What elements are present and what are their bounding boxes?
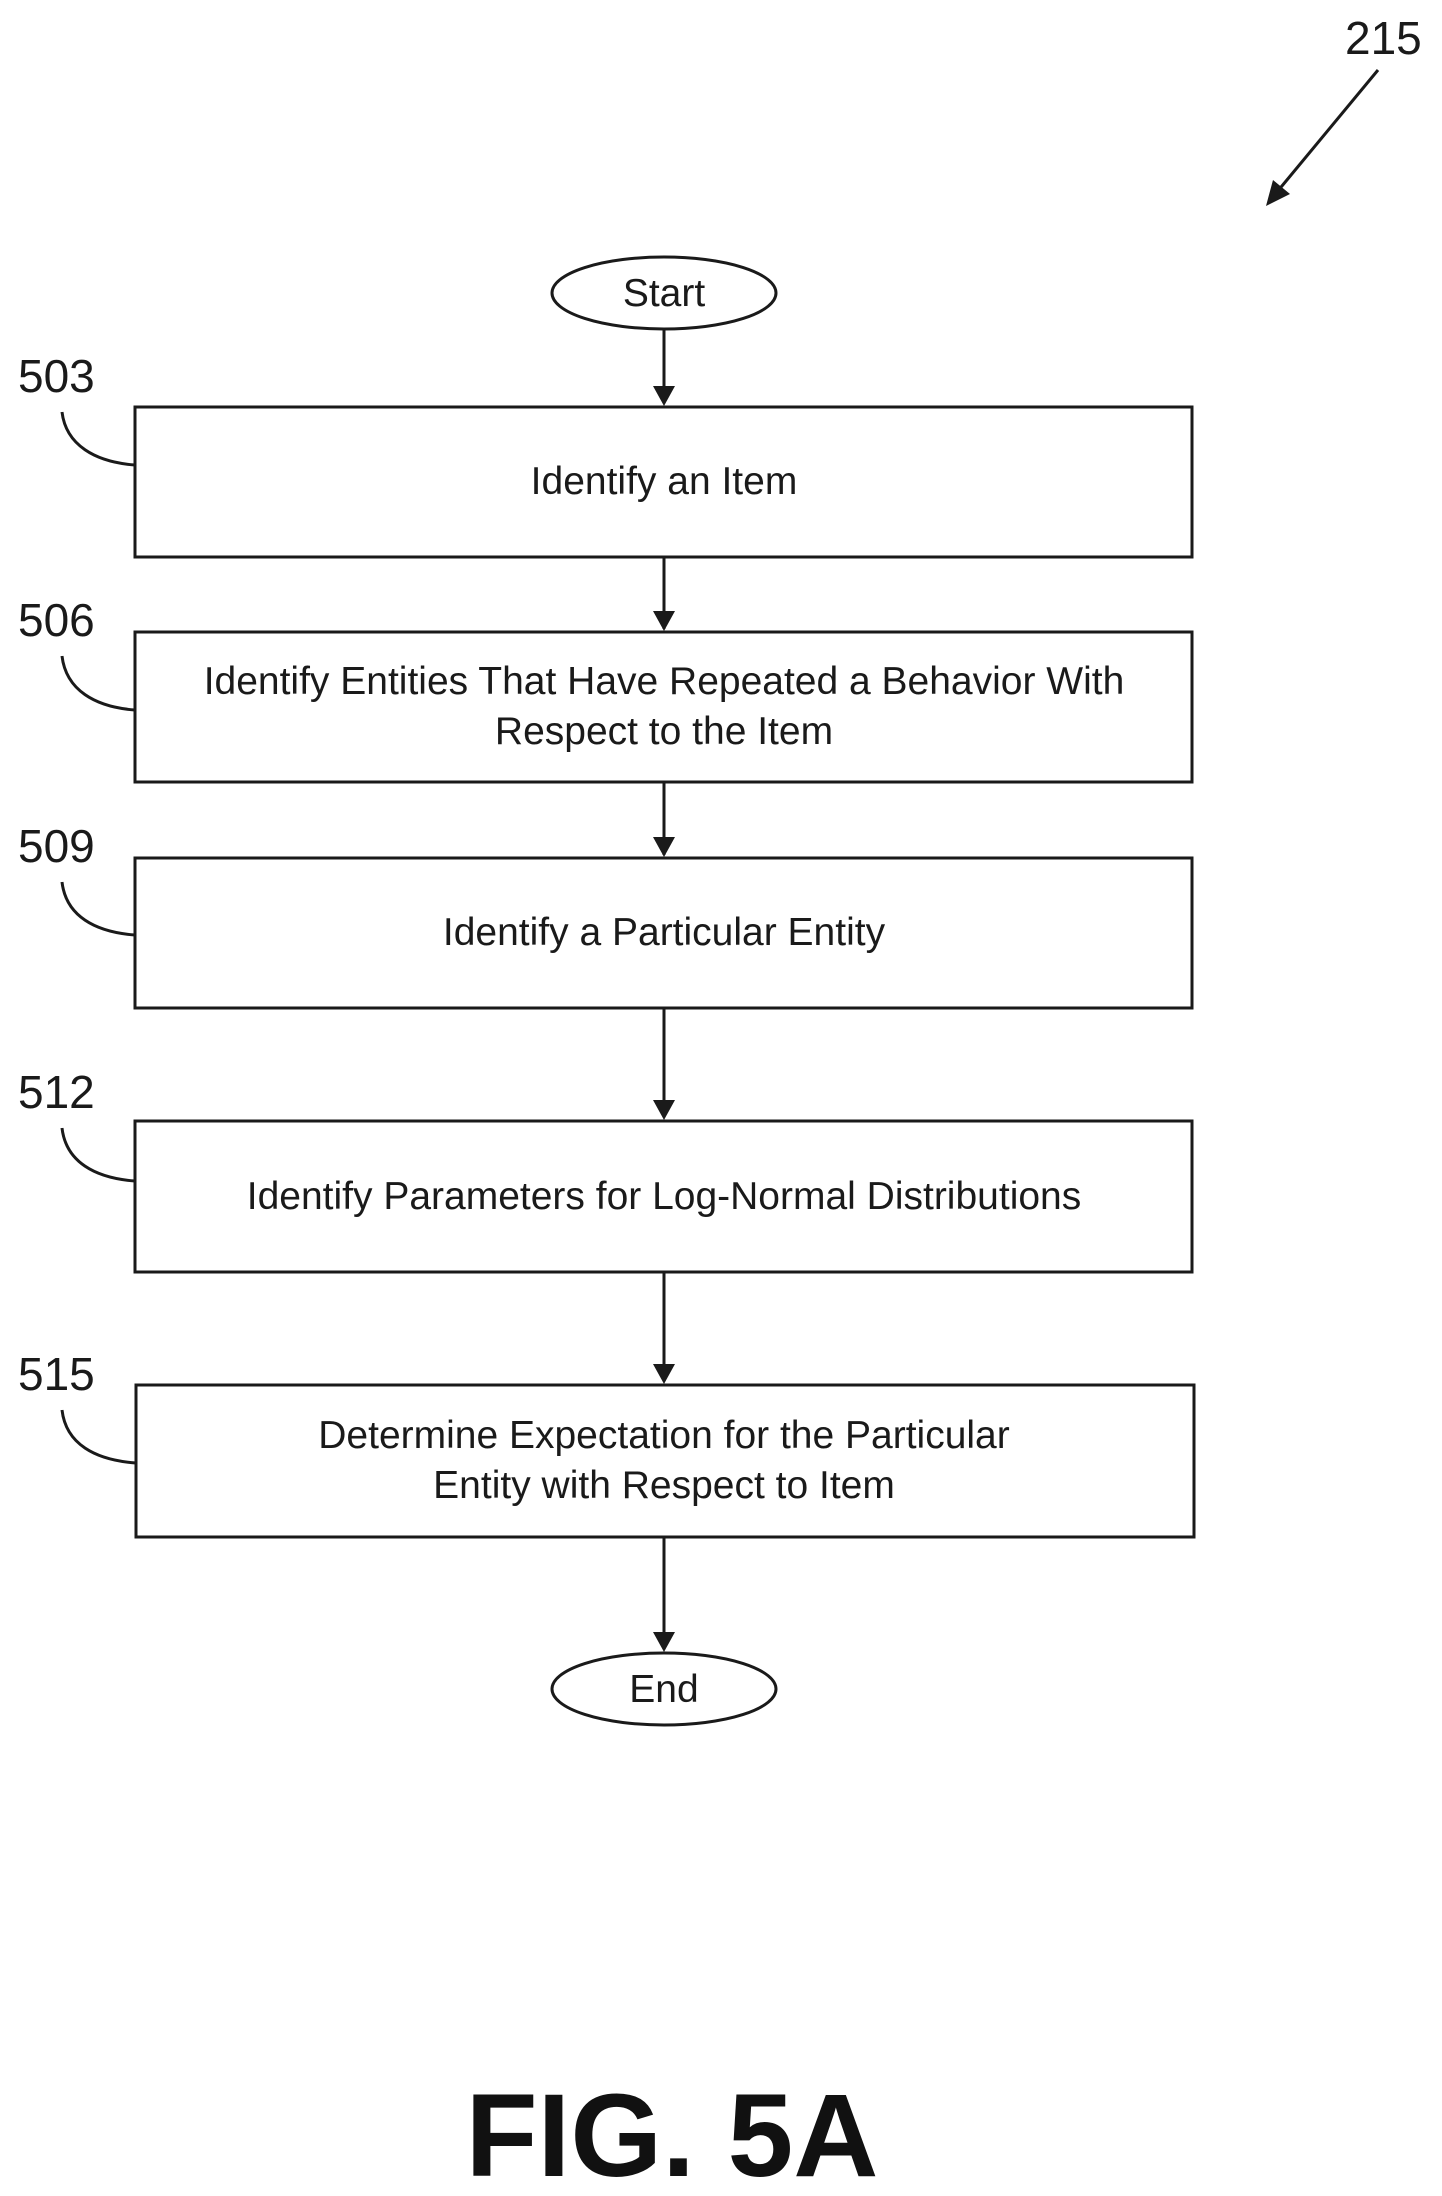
figure-reference-label: 215	[1345, 12, 1422, 64]
arrowhead-512	[653, 1100, 675, 1120]
step-509: Identify a Particular Entity 509	[18, 820, 1192, 1008]
step-box	[135, 632, 1192, 782]
step-503: Identify an Item 503	[18, 350, 1192, 557]
step-reference-number: 509	[18, 820, 95, 872]
arrowhead-503	[653, 386, 675, 406]
step-515: Determine Expectation for the Particular…	[18, 1348, 1194, 1537]
end-terminal-label: End	[629, 1668, 698, 1711]
step-reference-leader	[62, 882, 135, 935]
step-label: Identify Parameters for Log-Normal Distr…	[247, 1175, 1081, 1218]
step-label: Identify a Particular Entity	[443, 911, 886, 954]
step-reference-leader	[62, 412, 135, 465]
step-reference-number: 512	[18, 1066, 95, 1118]
step-512: Identify Parameters for Log-Normal Distr…	[18, 1066, 1192, 1272]
arrowhead-515	[653, 1364, 675, 1384]
step-reference-number: 515	[18, 1348, 95, 1400]
arrowhead-end	[653, 1632, 675, 1652]
start-terminal-label: Start	[623, 272, 706, 315]
step-reference-number: 503	[18, 350, 95, 402]
arrowhead-506	[653, 611, 675, 631]
step-label: Identify an Item	[531, 460, 798, 503]
step-506: Identify Entities That Have Repeated a B…	[18, 594, 1192, 782]
step-reference-leader	[62, 656, 135, 710]
figure-title: FIG. 5A	[465, 2070, 878, 2196]
step-reference-leader	[62, 1128, 135, 1181]
figure-reference-pointer	[1272, 70, 1378, 198]
figure-reference-arrowhead	[1266, 180, 1290, 206]
arrowhead-509	[653, 837, 675, 857]
step-label: Respect to the Item	[495, 710, 833, 753]
step-box	[136, 1385, 1194, 1537]
step-reference-number: 506	[18, 594, 95, 646]
step-reference-leader	[62, 1410, 136, 1463]
step-label: Identify Entities That Have Repeated a B…	[204, 660, 1125, 703]
step-label: Determine Expectation for the Particular	[318, 1414, 1010, 1457]
step-label: Entity with Respect to Item	[433, 1464, 895, 1507]
